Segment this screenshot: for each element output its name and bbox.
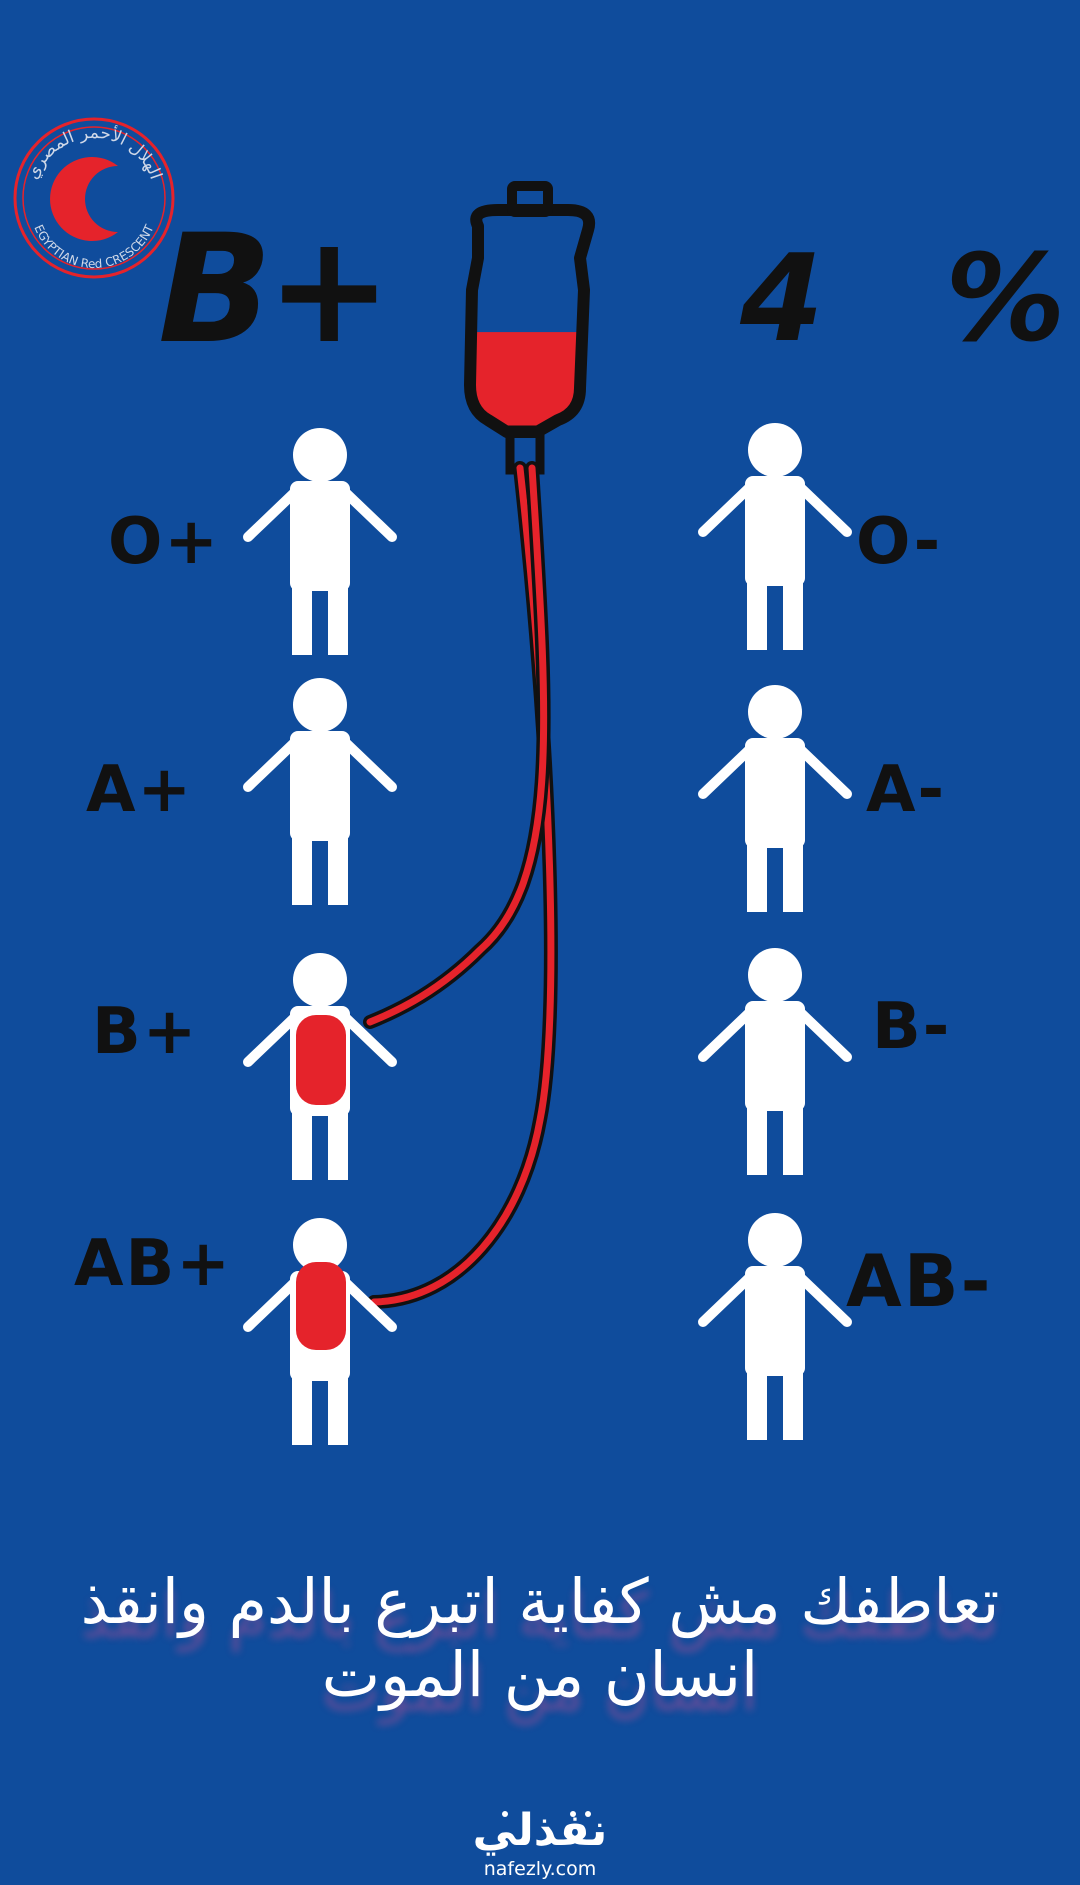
person-a-minus-icon xyxy=(703,685,847,912)
donor-blood-type: B+ xyxy=(158,203,392,377)
person-o-minus-icon xyxy=(703,423,847,650)
label-b-plus: B+ xyxy=(92,995,199,1069)
crescent-icon xyxy=(50,156,118,242)
label-a-minus: A- xyxy=(866,753,947,827)
label-o-plus: O+ xyxy=(108,505,221,579)
person-ab-minus-icon xyxy=(703,1213,847,1440)
label-a-plus: A+ xyxy=(86,753,194,827)
person-o-plus-icon xyxy=(248,428,392,655)
person-b-minus-icon xyxy=(703,948,847,1175)
red-crescent-logo: الهلال الأحمر المصري EGYPTIAN Red CRESCE… xyxy=(13,117,175,279)
transfusion-tube-to-b-plus xyxy=(363,461,551,1029)
watermark-arabic: نفذلي xyxy=(472,1805,608,1856)
blood-bag-icon xyxy=(464,181,595,475)
received-blood-fill xyxy=(296,1262,346,1350)
donation-caption: تعاطفك مش كفاية اتبرع بالدم وانقذ انسان … xyxy=(80,1565,1000,1711)
watermark-logo-icon xyxy=(502,1811,591,1817)
label-b-minus: B- xyxy=(872,990,952,1064)
label-ab-plus: AB+ xyxy=(74,1227,232,1301)
received-blood-fill xyxy=(296,1015,346,1105)
person-b-plus-icon xyxy=(248,953,392,1180)
population-percentage: 4 % xyxy=(740,230,1080,369)
label-ab-minus: AB- xyxy=(846,1239,993,1323)
watermark-url: nafezly.com xyxy=(483,1858,597,1880)
label-o-minus: O- xyxy=(856,505,943,579)
person-a-plus-icon xyxy=(248,678,392,905)
person-ab-plus-icon xyxy=(248,1218,392,1445)
